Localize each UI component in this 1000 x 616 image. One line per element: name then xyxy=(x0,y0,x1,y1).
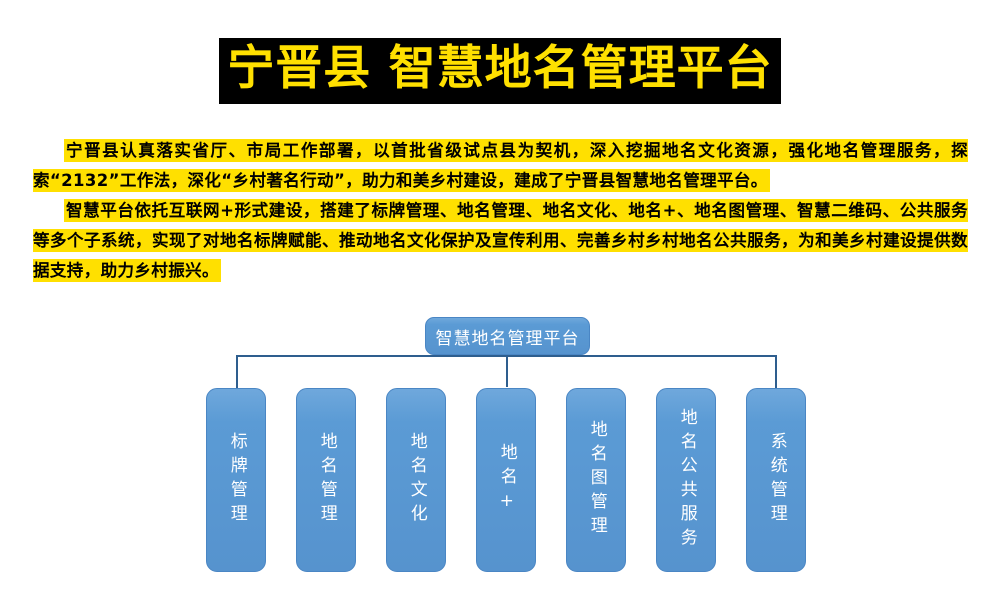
diagram-node-label: 地名文化 xyxy=(406,432,427,528)
diagram-node-label: 系统管理 xyxy=(766,432,787,528)
diagram-node-placename-plus[interactable]: 地名+ xyxy=(476,388,536,572)
diagram-node-placename-management[interactable]: 地名管理 xyxy=(296,388,356,572)
page-title: 宁晋县 智慧地名管理平台 xyxy=(219,38,781,105)
diagram-node-placename-public-service[interactable]: 地名公共服务 xyxy=(656,388,716,572)
diagram-node-root-label: 智慧地名管理平台 xyxy=(435,328,580,349)
connector-drop-first xyxy=(236,355,238,388)
diagram-node-system-management[interactable]: 系统管理 xyxy=(746,388,806,572)
diagram-node-label: 地名管理 xyxy=(316,432,337,528)
intro-paragraph-1-text: 宁晋县认真落实省厅、市局工作部署，以首批省级试点县为契机，深入挖掘地名文化资源，… xyxy=(33,141,968,190)
intro-paragraph-2-text: 智慧平台依托互联网+形式建设，搭建了标牌管理、地名管理、地名文化、地名+、地名图… xyxy=(33,201,968,280)
connector-drop-last xyxy=(775,355,777,388)
connector-root-stem xyxy=(506,355,508,387)
diagram-node-label: 地名公共服务 xyxy=(676,408,697,552)
intro-paragraph-2: 智慧平台依托互联网+形式建设，搭建了标牌管理、地名管理、地名文化、地名+、地名图… xyxy=(33,196,968,286)
intro-text-block: 宁晋县认真落实省厅、市局工作部署，以首批省级试点县为契机，深入挖掘地名文化资源，… xyxy=(33,136,968,286)
diagram-node-placename-map-management[interactable]: 地名图管理 xyxy=(566,388,626,572)
intro-paragraph-1: 宁晋县认真落实省厅、市局工作部署，以首批省级试点县为契机，深入挖掘地名文化资源，… xyxy=(33,136,968,196)
platform-structure-diagram: 智慧地名管理平台 标牌管理 地名管理 地名文化 地名+ 地名图管理 地名公共服务… xyxy=(0,300,1000,600)
diagram-node-label: 标牌管理 xyxy=(226,432,247,528)
diagram-node-label: 地名图管理 xyxy=(586,420,607,540)
connector-horizontal-bus xyxy=(236,355,777,357)
title-banner: 宁晋县 智慧地名管理平台 xyxy=(0,38,1000,105)
diagram-node-label: 地名+ xyxy=(496,442,517,518)
diagram-node-root[interactable]: 智慧地名管理平台 xyxy=(425,317,590,355)
diagram-node-placename-culture[interactable]: 地名文化 xyxy=(386,388,446,572)
diagram-node-sign-management[interactable]: 标牌管理 xyxy=(206,388,266,572)
